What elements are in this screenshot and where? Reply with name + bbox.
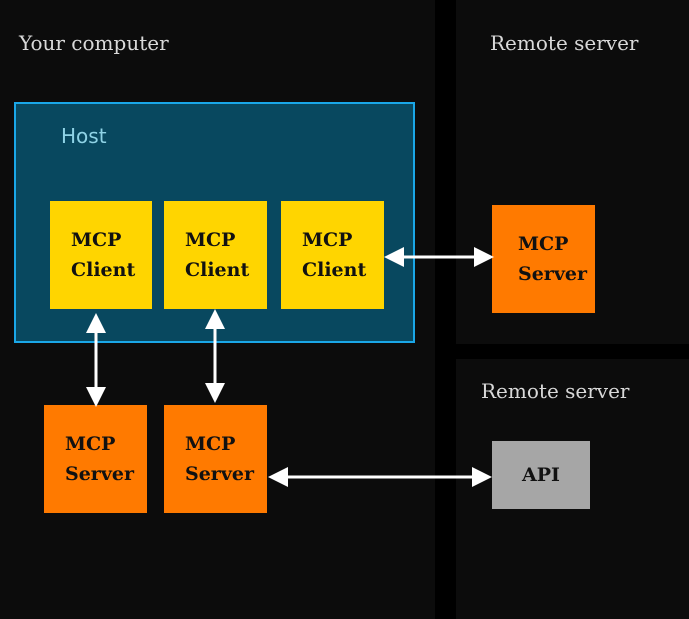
- mcp-client-2-line1: MCP: [185, 229, 236, 251]
- arrow-client3-remote-server: [384, 247, 494, 267]
- remote-server-bottom-label: Remote server: [481, 379, 630, 403]
- mcp-client-1-line1: MCP: [71, 229, 122, 251]
- local-mcp-server-2-line1: MCP: [185, 433, 236, 455]
- api-box: API: [492, 441, 590, 509]
- api-label: API: [522, 464, 560, 486]
- mcp-client-3: MCP Client: [281, 201, 384, 309]
- local-computer-label: Your computer: [19, 31, 169, 55]
- local-mcp-server-2-line2: Server: [185, 463, 254, 485]
- host-label: Host: [61, 124, 107, 148]
- remote-mcp-server-line1: MCP: [518, 233, 569, 255]
- mcp-client-1-line2: Client: [71, 259, 136, 281]
- local-mcp-server-1-line2: Server: [65, 463, 134, 485]
- mcp-client-3-line1: MCP: [302, 229, 353, 251]
- mcp-client-1: MCP Client: [50, 201, 152, 309]
- local-mcp-server-1: MCP Server: [44, 405, 147, 513]
- mcp-client-3-line2: Client: [302, 259, 367, 281]
- mcp-client-2: MCP Client: [164, 201, 267, 309]
- arrow-client1-local-server1: [86, 313, 106, 407]
- local-mcp-server-1-line1: MCP: [65, 433, 116, 455]
- mcp-client-2-line2: Client: [185, 259, 250, 281]
- remote-server-top-label: Remote server: [490, 31, 639, 55]
- local-mcp-server-2: MCP Server: [164, 405, 267, 513]
- arrow-local-server2-api: [268, 467, 492, 487]
- remote-mcp-server-line2: Server: [518, 263, 587, 285]
- arrow-client2-local-server2: [205, 309, 225, 403]
- remote-mcp-server: MCP Server: [492, 205, 595, 313]
